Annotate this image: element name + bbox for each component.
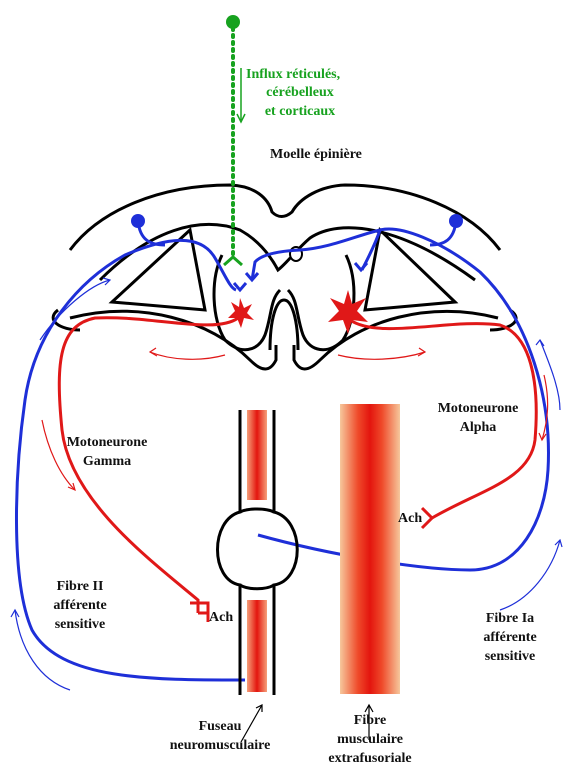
alpha-terminal	[422, 508, 432, 528]
alpha-cell-body	[328, 290, 368, 334]
extrafusal-label-line2: musculaire	[320, 731, 420, 748]
fibre-ii-label-line1: Fibre II	[40, 578, 120, 595]
extrafusal-label-line1: Fibre	[330, 712, 410, 729]
ach-label-right: Ach	[398, 510, 422, 527]
blue-arrow-right-high-head	[536, 340, 544, 346]
alpha-label-line2: Alpha	[428, 419, 528, 436]
moelle-label: Moelle épinière	[270, 146, 362, 163]
influx-label-line3: et corticaux	[250, 103, 350, 120]
fibre-ia-label-line2: afférente	[470, 629, 550, 646]
spindle-top-red	[247, 410, 267, 500]
red-arrow-alpha-cord-head	[418, 348, 425, 356]
ventral-fissure	[270, 300, 298, 350]
extrafusal-fibre	[340, 404, 400, 694]
alpha-label-line1: Motoneurone	[428, 400, 528, 417]
fibre-ia-label-line3: sensitive	[470, 648, 550, 665]
blue-arrow-right-low	[500, 540, 560, 610]
gamma-cell-body	[228, 298, 254, 328]
spindle-bottom-red	[247, 600, 267, 692]
gamma-label-line2: Gamma	[62, 453, 152, 470]
red-arrow-gamma-cord	[150, 352, 225, 359]
fibre-ii-label-line2: afférente	[40, 597, 120, 614]
red-arrow-gamma-cord-head	[150, 348, 157, 356]
influx-label-line1: Influx réticulés,	[246, 66, 340, 83]
influx-label-line2: cérébelleux	[250, 84, 350, 101]
descending-terminal	[224, 257, 242, 265]
fuseau-label-line2: neuromusculaire	[160, 737, 280, 754]
extrafusal-label-line3: extrafusoriale	[315, 750, 425, 767]
fibre-ia-synapse-right	[355, 263, 367, 270]
cord-lower-left	[70, 311, 276, 369]
ach-label-left: Ach	[209, 609, 233, 626]
cord-lower-right	[294, 311, 498, 369]
fibre-ia-label-line1: Fibre Ia	[470, 610, 550, 627]
fibre-ii-label-line3: sensitive	[40, 616, 120, 633]
fuseau-label-line1: Fuseau	[160, 718, 280, 735]
spindle-bulb-top	[240, 509, 274, 512]
spindle-bulb-bottom	[240, 585, 274, 589]
red-arrow-alpha-cord	[338, 352, 425, 359]
gamma-label-line1: Motoneurone	[62, 434, 152, 451]
